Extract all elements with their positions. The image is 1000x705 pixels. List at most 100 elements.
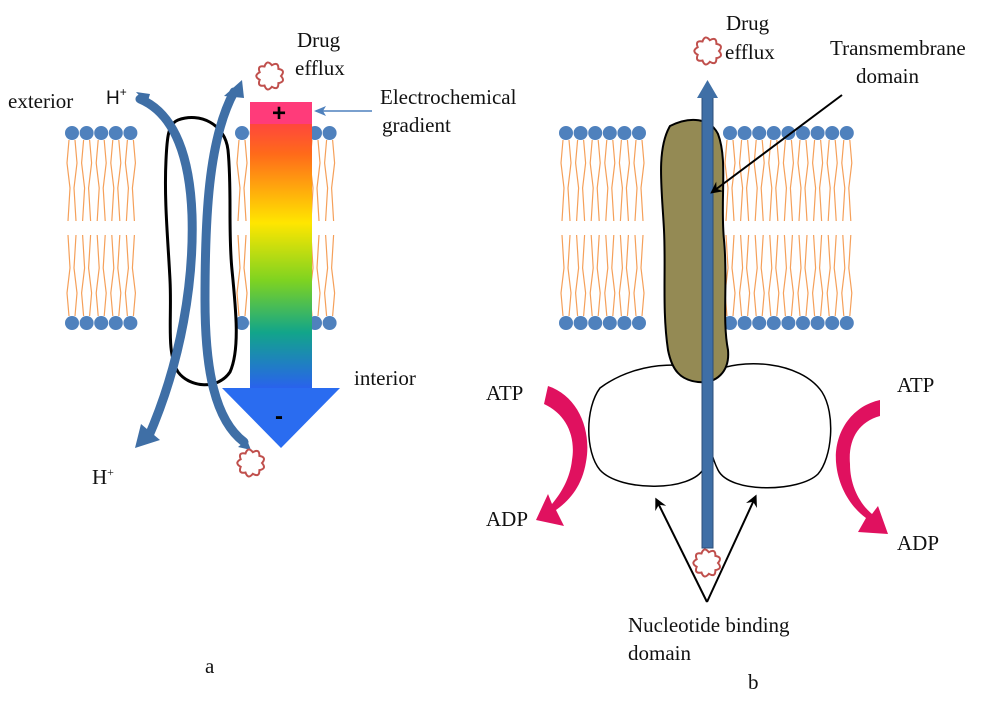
- atp-hydrolysis-arrow-left: [536, 386, 588, 526]
- lipid-tail: [782, 234, 795, 317]
- lipid-tail: [95, 234, 107, 317]
- nbd-pointer-left: [655, 497, 708, 603]
- gradient-plus-sign: +: [272, 100, 286, 127]
- drug-efflux-arrowhead-a: [224, 80, 244, 98]
- nbd-pointer-right: [706, 494, 757, 603]
- lipid-tail: [95, 139, 107, 222]
- lipid-head: [123, 316, 138, 330]
- drug-efflux-label-a-line1: Drug: [297, 28, 341, 52]
- lipid-head: [588, 316, 603, 330]
- lipid-tail: [589, 139, 601, 222]
- lipid-tail: [574, 234, 587, 317]
- drug-efflux-tail-a: [238, 440, 251, 450]
- panel-a-letter: a: [205, 654, 215, 678]
- lipid-tail: [560, 139, 572, 222]
- nbd-label-line2: domain: [628, 641, 691, 665]
- panel-b-letter: b: [748, 670, 759, 694]
- gradient-plus-cap: [250, 102, 312, 124]
- nbd-label-line1: Nucleotide binding: [628, 613, 790, 637]
- drug-efflux-arrow-a: [200, 87, 249, 447]
- gradient-minus-sign: -: [275, 403, 283, 430]
- proton-influx-tail: [136, 92, 150, 104]
- proton-influx-arrowhead: [135, 424, 160, 448]
- lipid-tail: [633, 139, 645, 222]
- lipid-tail: [618, 139, 631, 222]
- proton-label-top: H+: [106, 85, 127, 109]
- lipid-tail: [738, 234, 751, 317]
- transmembrane-domain: [660, 118, 730, 384]
- lipid-head: [573, 126, 588, 140]
- lipid-tail: [797, 234, 809, 317]
- proton-label-bottom: H+: [92, 465, 114, 489]
- lipid-head: [839, 316, 854, 330]
- atp-label-right: ATP: [897, 373, 934, 397]
- lipid-tail: [768, 234, 780, 317]
- lipid-head: [65, 316, 79, 330]
- lipid-tail: [323, 234, 336, 317]
- tmd-label-line2: domain: [856, 64, 919, 88]
- panel-a: + - exterior H+ H+ Drug efflux Electroch…: [8, 28, 517, 678]
- lipid-tail: [811, 139, 824, 222]
- lipid-head: [632, 316, 646, 330]
- lipid-head: [632, 126, 646, 140]
- lipid-head: [810, 316, 825, 330]
- gradient-shaft: [250, 102, 312, 390]
- exterior-label: exterior: [8, 89, 73, 113]
- lipid-tail: [797, 139, 809, 222]
- lipid-head: [825, 316, 840, 330]
- lipid-tail: [768, 139, 780, 222]
- lipid-head: [839, 126, 854, 140]
- lipid-head: [94, 126, 109, 140]
- lipid-tail: [841, 234, 853, 317]
- lipid-head: [810, 126, 825, 140]
- lipid-tail: [323, 139, 336, 222]
- lipid-tail: [826, 139, 838, 222]
- lipid-tail: [66, 234, 78, 317]
- atp-hydrolysis-arrow-right: [835, 400, 888, 534]
- atp-label-left: ATP: [486, 381, 523, 405]
- lipid-tail: [560, 234, 572, 317]
- drug-efflux-channel-b: [701, 95, 714, 549]
- lipid-tail: [589, 234, 601, 317]
- drug-molecule-bottom-b: [692, 548, 721, 578]
- lipid-tail: [826, 234, 838, 317]
- lipid-tail: [811, 234, 824, 317]
- lipid-tail: [574, 139, 587, 222]
- lipid-head: [108, 316, 123, 330]
- adp-label-left: ADP: [486, 507, 528, 531]
- lipid-head: [79, 316, 94, 330]
- lipid-head: [737, 316, 752, 330]
- lipid-tail: [80, 139, 93, 222]
- lipid-head: [737, 126, 752, 140]
- gradient-label-line1: Electrochemical: [380, 85, 517, 109]
- nucleotide-binding-domain-right: [705, 363, 832, 489]
- drug-molecule-top-b: [693, 36, 722, 66]
- lipid-head: [79, 126, 94, 140]
- lipid-head: [602, 316, 617, 330]
- lipid-tail: [633, 234, 645, 317]
- lipid-head: [766, 316, 781, 330]
- drug-molecule-exterior: [255, 61, 284, 91]
- lipid-head: [573, 316, 588, 330]
- lipid-head: [752, 126, 767, 140]
- lipid-head: [322, 126, 337, 140]
- lipid-tail: [604, 234, 616, 317]
- lipid-head: [235, 316, 249, 330]
- lipid-tail: [604, 139, 616, 222]
- lipid-head: [766, 126, 781, 140]
- nucleotide-binding-domain-left: [588, 364, 718, 487]
- lipid-head: [723, 126, 737, 140]
- lipid-head: [781, 316, 796, 330]
- lipid-head: [94, 316, 109, 330]
- drug-efflux-label-a-line2: efflux: [295, 56, 345, 80]
- adp-label-right: ADP: [897, 531, 939, 555]
- lipid-head: [65, 126, 79, 140]
- lipid-tail: [841, 139, 853, 222]
- lipid-head: [825, 126, 840, 140]
- lipid-tail: [236, 139, 248, 222]
- gradient-label-line2: gradient: [382, 113, 451, 137]
- gradient-arrowhead: [222, 388, 340, 448]
- electrochemical-gradient-arrow: + -: [222, 100, 340, 448]
